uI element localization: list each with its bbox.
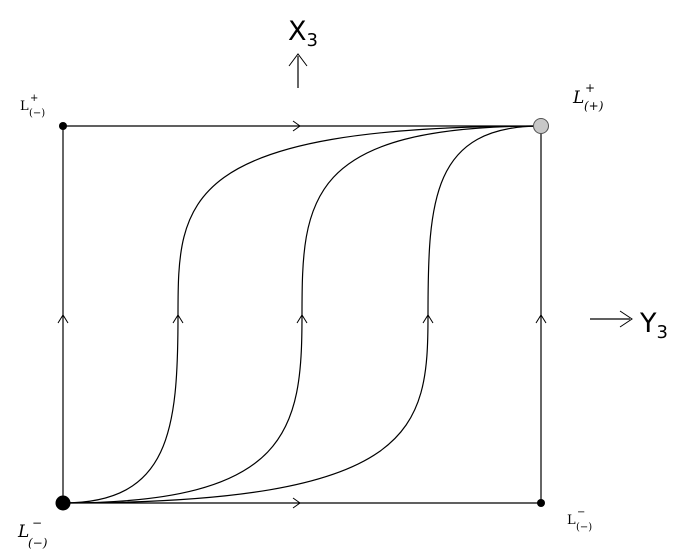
trajectory-1: [62, 125, 542, 504]
arrow-left-edge: [57, 314, 69, 324]
arrow-trajectory-3: [422, 314, 434, 324]
label-top-right: L + (+): [572, 81, 604, 113]
arrow-trajectory-2: [296, 314, 308, 324]
svg-text:(−): (−): [28, 536, 48, 550]
axis-x3-label: X3: [288, 16, 318, 51]
point-top-left: [59, 122, 67, 130]
right-arrow-head: [619, 310, 633, 328]
svg-text:(−): (−): [29, 108, 45, 119]
arrow-bottom-edge: [292, 497, 301, 509]
arrow-top-edge: [292, 120, 301, 132]
up-arrow-head: [288, 53, 308, 67]
trajectory-3: [62, 125, 542, 504]
label-top-left: L + (−): [20, 93, 45, 119]
svg-text:(+): (+): [584, 99, 604, 113]
svg-text:L: L: [567, 513, 576, 528]
svg-text:−: −: [577, 507, 585, 518]
svg-text:L: L: [17, 522, 29, 542]
arrow-right-edge: [535, 314, 547, 324]
svg-text:(−): (−): [576, 522, 592, 533]
label-bottom-left: L − (−): [17, 516, 48, 550]
svg-text:L: L: [20, 99, 29, 114]
arrow-trajectory-1: [172, 314, 184, 324]
svg-text:+: +: [30, 93, 38, 104]
svg-text:−: −: [32, 516, 42, 530]
svg-text:+: +: [585, 81, 595, 95]
point-top-right-unstable: [533, 118, 549, 134]
point-bottom-right: [537, 499, 545, 507]
point-bottom-left-stable: [55, 495, 71, 511]
svg-text:L: L: [572, 88, 584, 108]
axis-x3: X3: [288, 16, 318, 88]
label-bottom-right: L − (−): [567, 507, 592, 533]
axis-y3: Y3: [590, 308, 668, 343]
axis-y3-label: Y3: [639, 308, 668, 343]
